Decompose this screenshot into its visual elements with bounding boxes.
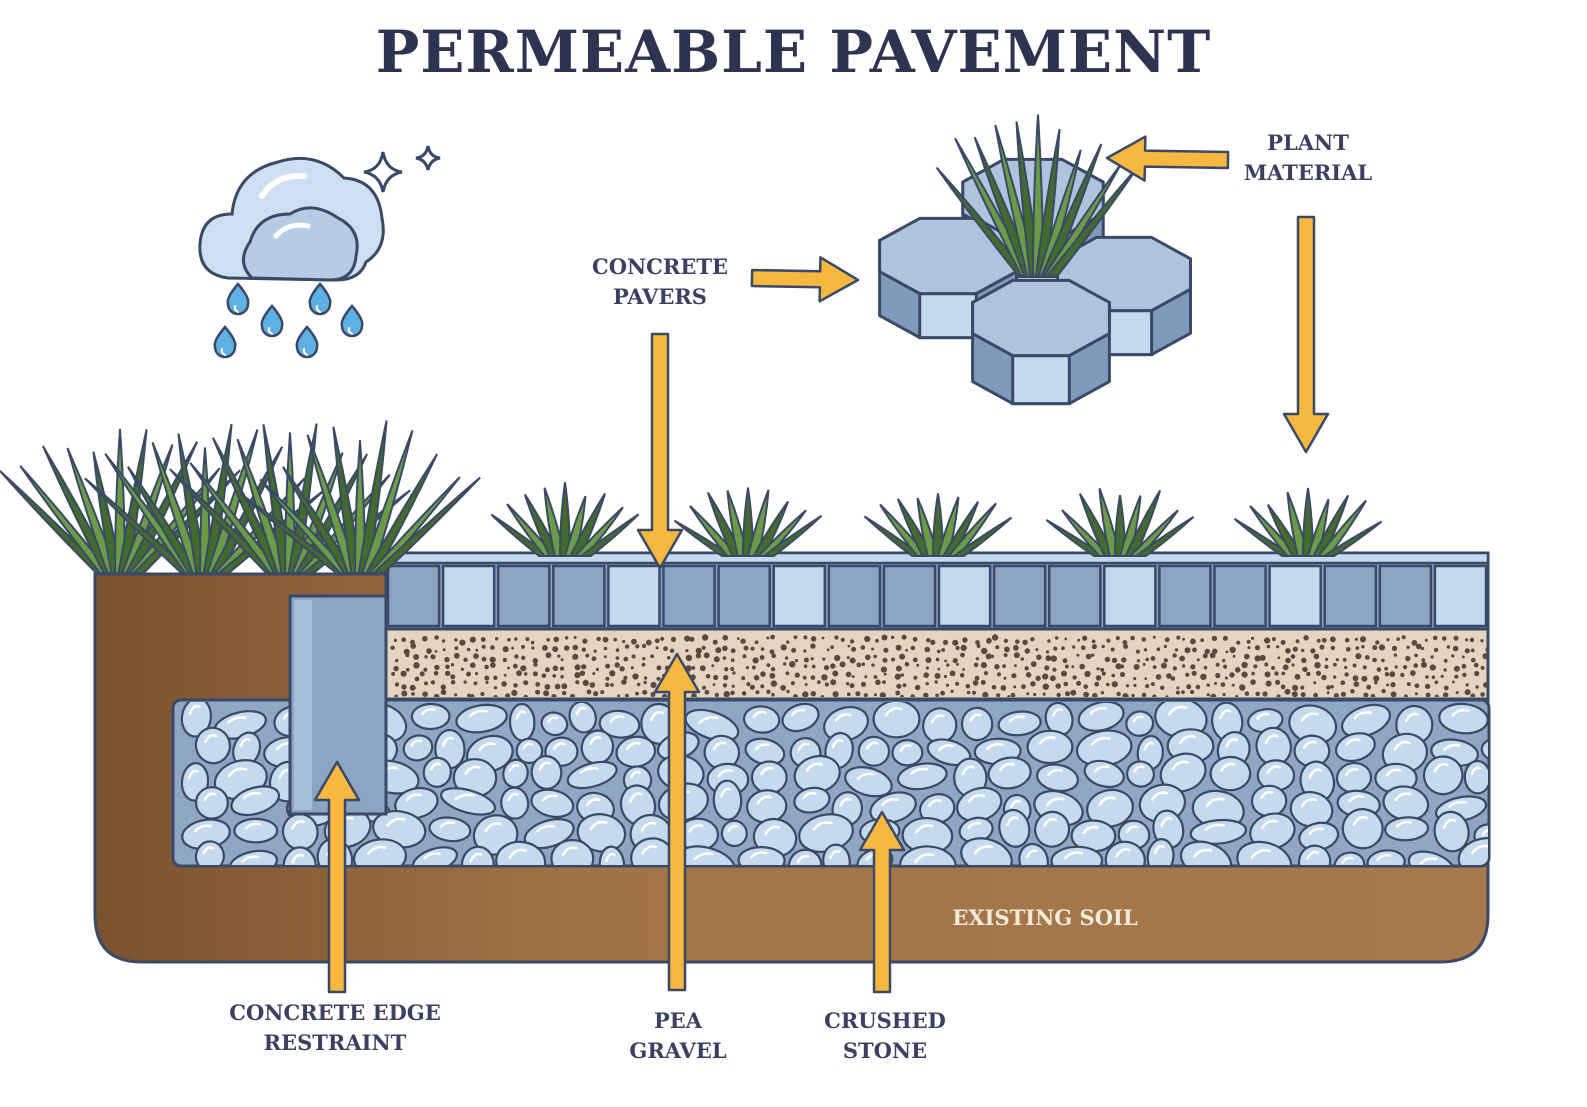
pea-gravel-layer <box>384 627 1490 701</box>
page-title: PERMEABLE PAVEMENT <box>375 18 1212 86</box>
label-crushed-stone: CRUSHED STONE <box>824 1008 946 1063</box>
grass-tuft-icon <box>1045 488 1195 557</box>
grass-tuft-icon <box>1233 487 1383 557</box>
arrow-icon <box>313 760 361 994</box>
raindrop-icon <box>213 325 237 359</box>
label-plant-material: PLANT MATERIAL <box>1243 130 1373 185</box>
arrow-icon <box>636 332 684 570</box>
grass-tuft-icon <box>863 493 1013 557</box>
sparkle-icon <box>363 145 441 193</box>
callout-arrows <box>313 135 1330 994</box>
plant-material-tuft <box>935 114 1141 277</box>
arrow-icon <box>1282 215 1330 454</box>
concrete-edge-restraint <box>288 594 388 816</box>
label-concrete-edge-restraint: CONCRETE EDGE RESTRAINT <box>229 1000 441 1055</box>
label-existing-soil: EXISTING SOIL <box>952 905 1138 930</box>
raindrop-icon <box>226 282 250 316</box>
raindrop-icon <box>295 325 319 359</box>
grass-tuft-icon <box>490 482 640 557</box>
raindrop-icon <box>260 304 284 338</box>
arrow-icon <box>858 810 906 994</box>
grass-tuft-icon <box>673 487 823 557</box>
label-pea-gravel: PEA GRAVEL <box>629 1008 727 1063</box>
arrow-icon <box>653 652 701 992</box>
raindrops <box>213 282 364 359</box>
paver-grass-tufts <box>490 482 1383 557</box>
arrow-icon <box>750 256 860 303</box>
arrow-icon <box>1105 135 1230 182</box>
bank-grass <box>0 420 481 574</box>
octagon-paver-cluster <box>878 114 1192 406</box>
raindrop-icon <box>308 282 332 316</box>
rain-cloud-icon <box>198 156 385 282</box>
label-concrete-pavers: CONCRETE PAVERS <box>591 254 728 309</box>
concrete-paver-row <box>384 551 1490 631</box>
raindrop-icon <box>340 304 364 338</box>
octagon-paver-icon <box>971 278 1111 406</box>
